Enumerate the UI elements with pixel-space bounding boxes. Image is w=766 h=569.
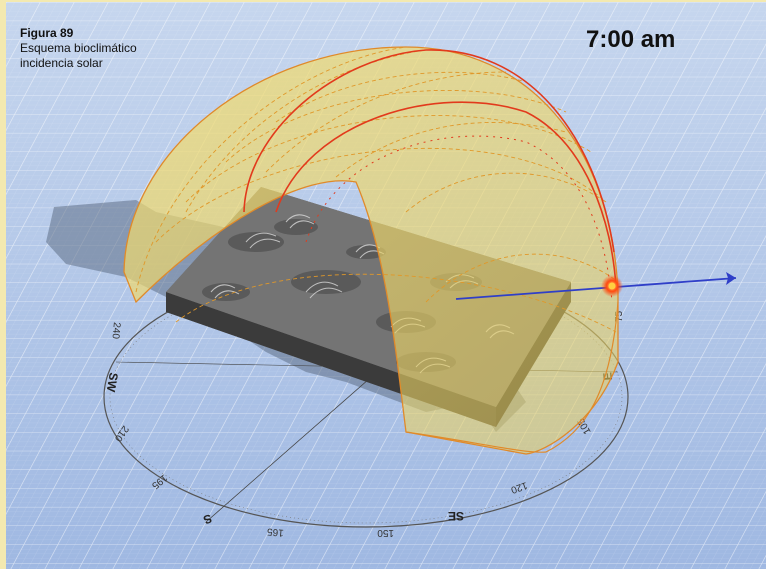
figure-caption: Figura 89 Esquema bioclimático incidenci…: [20, 26, 137, 71]
figure-title-line1: Esquema bioclimático: [20, 41, 137, 55]
sun-ray: [455, 277, 737, 300]
time-label: 7:00 am: [586, 26, 676, 53]
solar-diagram-scene: S SE SW E 120 150 165 195 210 240 105 75: [6, 2, 766, 569]
sky-dome: [123, 46, 619, 455]
label-sw: SW: [104, 371, 121, 393]
label-150: 150: [377, 527, 394, 538]
solar-diagram-svg: S SE SW E 120 150 165 195 210 240 105 75: [6, 2, 766, 569]
label-75: 75: [614, 310, 625, 322]
sun-ray-arrowhead: [726, 272, 736, 285]
compass-ticks: [109, 270, 623, 524]
label-240: 240: [110, 322, 122, 340]
sun-path-equinox: [275, 101, 617, 288]
sun-core: [608, 282, 616, 290]
label-se: SE: [448, 509, 464, 523]
label-165: 165: [266, 526, 284, 538]
figure-title-line2: incidencia solar: [20, 56, 103, 70]
sun-path-summer: [243, 49, 615, 253]
figure-number: Figura 89: [20, 26, 74, 40]
